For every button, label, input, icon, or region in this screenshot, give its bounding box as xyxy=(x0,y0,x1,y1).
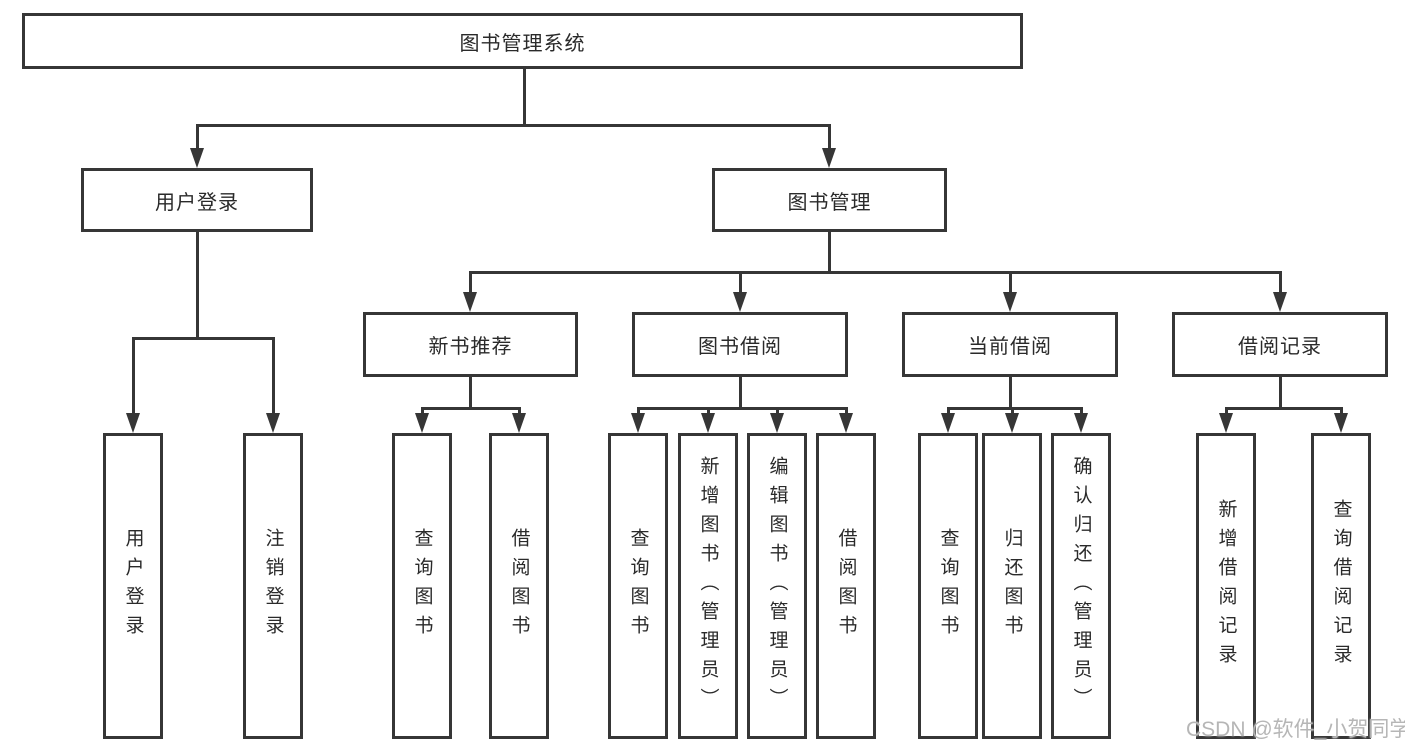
connector-line xyxy=(518,407,521,417)
node-user-login: 用户登录 xyxy=(81,168,313,232)
leaf-current-confirm-return-admin-label: 确认归还（管理员） xyxy=(1070,455,1092,717)
leaf-borrow-query-books-label: 查询图书 xyxy=(627,528,649,644)
leaf-borrow-borrow-books: 借阅图书 xyxy=(816,433,876,739)
leaf-borrow-add-books-admin-label: 新增图书（管理员） xyxy=(697,455,719,717)
leaf-record-add-borrow-record-label: 新增借阅记录 xyxy=(1215,499,1237,673)
connector-line xyxy=(1080,407,1083,417)
watermark-text: CSDN @软件_小贺同学 xyxy=(1186,718,1405,741)
connector-line xyxy=(739,271,742,294)
leaf-record-add-borrow-record: 新增借阅记录 xyxy=(1196,433,1256,739)
node-borrow-records-label: 借阅记录 xyxy=(1238,336,1322,358)
arrow-down-icon xyxy=(1273,292,1287,312)
connector-line xyxy=(196,124,199,150)
leaf-user-login: 用户登录 xyxy=(103,433,163,739)
leaf-current-return-books: 归还图书 xyxy=(982,433,1042,739)
node-new-book-recommend: 新书推荐 xyxy=(363,312,578,377)
arrow-down-icon xyxy=(415,413,429,433)
connector-line xyxy=(776,407,779,417)
connector-line xyxy=(1225,407,1342,410)
leaf-record-query-borrow-record: 查询借阅记录 xyxy=(1311,433,1371,739)
arrow-down-icon xyxy=(941,413,955,433)
leaf-newbook-query-books: 查询图书 xyxy=(392,433,452,739)
arrow-down-icon xyxy=(631,413,645,433)
leaf-current-query-books-label: 查询图书 xyxy=(937,528,959,644)
connector-line xyxy=(1340,407,1343,417)
leaf-current-query-books: 查询图书 xyxy=(918,433,978,739)
connector-line xyxy=(469,271,1281,274)
connector-line xyxy=(132,337,275,340)
leaf-newbook-query-books-label: 查询图书 xyxy=(411,528,433,644)
connector-line xyxy=(272,337,275,417)
connector-line xyxy=(421,407,424,417)
connector-line xyxy=(132,337,135,417)
leaf-borrow-edit-books-admin: 编辑图书（管理员） xyxy=(747,433,807,739)
leaf-borrow-edit-books-admin-label: 编辑图书（管理员） xyxy=(766,455,788,717)
arrow-down-icon xyxy=(463,292,477,312)
leaf-logout-label: 注销登录 xyxy=(262,528,284,644)
connector-line xyxy=(947,407,950,417)
leaf-newbook-borrow-books-label: 借阅图书 xyxy=(508,528,530,644)
connector-line xyxy=(707,407,710,417)
arrow-down-icon xyxy=(266,413,280,433)
connector-line xyxy=(1225,407,1228,417)
arrow-down-icon xyxy=(1334,413,1348,433)
connector-line xyxy=(828,232,831,274)
node-current-borrow: 当前借阅 xyxy=(902,312,1118,377)
leaf-record-query-borrow-record-label: 查询借阅记录 xyxy=(1330,499,1352,673)
node-book-borrow-label: 图书借阅 xyxy=(698,336,782,358)
arrow-down-icon xyxy=(190,148,204,168)
connector-line xyxy=(1009,271,1012,294)
arrow-down-icon xyxy=(1219,413,1233,433)
leaf-current-confirm-return-admin: 确认归还（管理员） xyxy=(1051,433,1111,739)
watermark: CSDN @软件_小贺同学 xyxy=(1186,713,1405,743)
arrow-down-icon xyxy=(1005,413,1019,433)
leaf-borrow-add-books-admin: 新增图书（管理员） xyxy=(678,433,738,739)
leaf-newbook-borrow-books: 借阅图书 xyxy=(489,433,549,739)
node-book-management-label: 图书管理 xyxy=(787,191,872,214)
arrow-down-icon xyxy=(512,413,526,433)
leaf-logout: 注销登录 xyxy=(243,433,303,739)
arrow-down-icon xyxy=(1003,292,1017,312)
arrow-down-icon xyxy=(126,413,140,433)
arrow-down-icon xyxy=(1074,413,1088,433)
arrow-down-icon xyxy=(822,148,836,168)
arrow-down-icon xyxy=(701,413,715,433)
arrow-down-icon xyxy=(770,413,784,433)
connector-line xyxy=(947,407,1082,410)
connector-line xyxy=(1279,271,1282,294)
leaf-current-return-books-label: 归还图书 xyxy=(1001,528,1023,644)
connector-line xyxy=(637,407,640,417)
connector-line xyxy=(523,69,526,127)
node-new-book-recommend-label: 新书推荐 xyxy=(428,336,513,358)
connector-line xyxy=(1279,377,1282,410)
connector-line xyxy=(845,407,848,417)
connector-line xyxy=(469,271,472,294)
node-library-system-label: 图书管理系统 xyxy=(459,32,586,55)
arrow-down-icon xyxy=(733,292,747,312)
connector-line xyxy=(1009,377,1012,410)
leaf-user-login-label: 用户登录 xyxy=(122,528,144,644)
node-borrow-records: 借阅记录 xyxy=(1172,312,1388,377)
connector-line xyxy=(196,124,830,127)
connector-line xyxy=(421,407,520,410)
node-library-system: 图书管理系统 xyxy=(22,13,1023,69)
connector-line xyxy=(469,377,472,410)
connector-line xyxy=(637,407,847,410)
connector-line xyxy=(739,377,742,410)
leaf-borrow-borrow-books-label: 借阅图书 xyxy=(835,528,857,644)
node-book-borrow: 图书借阅 xyxy=(632,312,848,377)
connector-line xyxy=(1011,407,1014,417)
node-user-login-label: 用户登录 xyxy=(155,191,239,214)
leaf-borrow-query-books: 查询图书 xyxy=(608,433,668,739)
node-current-borrow-label: 当前借阅 xyxy=(968,336,1052,358)
arrow-down-icon xyxy=(839,413,853,433)
connector-line xyxy=(196,232,199,340)
node-book-management: 图书管理 xyxy=(712,168,947,232)
connector-line xyxy=(828,124,831,150)
